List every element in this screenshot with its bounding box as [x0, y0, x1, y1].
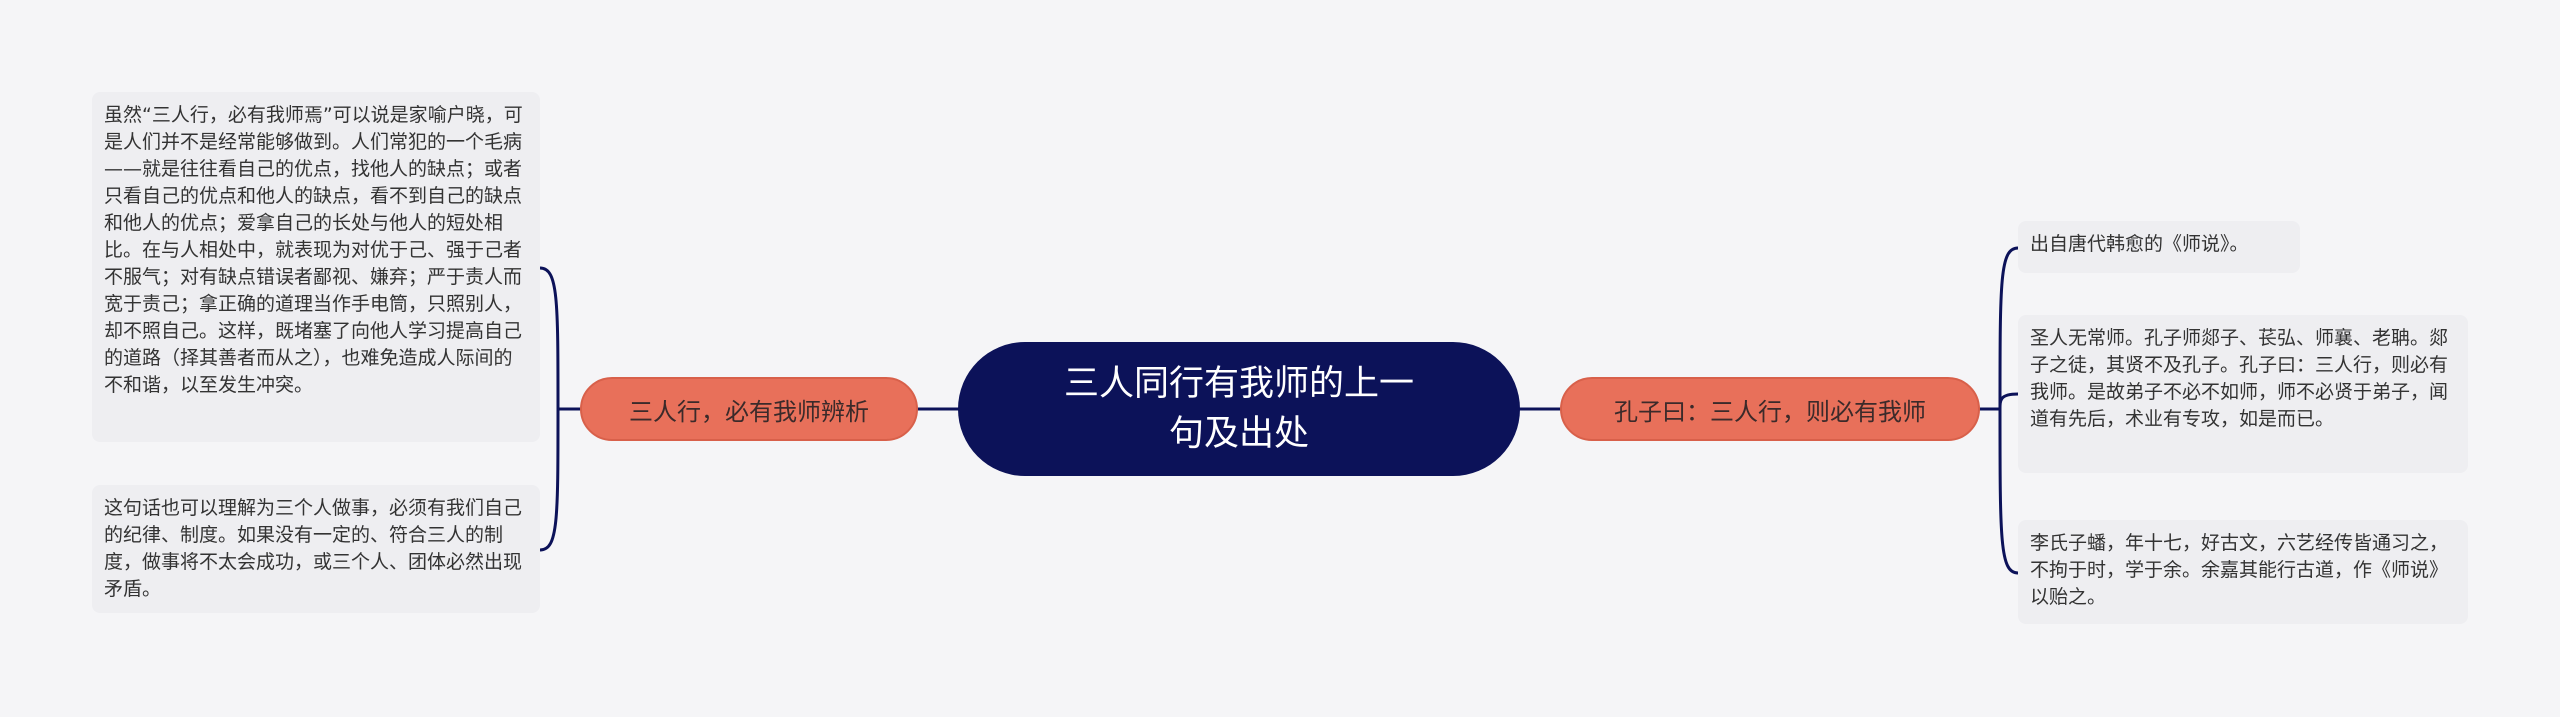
leaf-left-2-text: 这句话也可以理解为三个人做事，必须有我们自己的纪律、制度。如果没有一定的、符合三… [104, 497, 523, 600]
leaf-right-1-text: 出自唐代韩愈的《师说》。 [2030, 233, 2249, 255]
connector-right-leaf-3 [1998, 407, 2020, 575]
central-topic[interactable]: 三人同行有我师的上一句及出处 [958, 342, 1520, 476]
leaf-node-right-3[interactable]: 李氏子蟠，年十七，好古文，六艺经传皆通习之，不拘于时，学于余。余嘉其能行古道，作… [2018, 520, 2468, 624]
branch-left-label: 三人行，必有我师辨析 [629, 397, 869, 426]
leaf-node-left-1[interactable]: 虽然“三人行，必有我师焉”可以说是家喻户晓，可是人们并不是经常能够做到。人们常犯… [92, 92, 540, 442]
connector-left-leaf-1 [538, 266, 560, 411]
branch-right-label: 孔子曰：三人行，则必有我师 [1614, 397, 1926, 426]
branch-node-left[interactable]: 三人行，必有我师辨析 [580, 377, 918, 441]
leaf-left-1-text: 虽然“三人行，必有我师焉”可以说是家喻户晓，可是人们并不是经常能够做到。人们常犯… [104, 104, 523, 396]
leaf-right-3-text: 李氏子蟠，年十七，好古文，六艺经传皆通习之，不拘于时，学于余。余嘉其能行古道，作… [2030, 532, 2449, 608]
central-topic-title: 三人同行有我师的上一句及出处 [1063, 364, 1414, 454]
connector-right-leaf-2 [1998, 392, 2020, 411]
leaf-node-right-2[interactable]: 圣人无常师。孔子师郯子、苌弘、师襄、老聃。郯子之徒，其贤不及孔子。孔子曰：三人行… [2018, 315, 2468, 473]
connector-right-leaf-1 [1998, 246, 2020, 411]
leaf-node-right-1[interactable]: 出自唐代韩愈的《师说》。 [2018, 221, 2300, 273]
connector-left-leaf-2 [538, 407, 560, 552]
leaf-node-left-2[interactable]: 这句话也可以理解为三个人做事，必须有我们自己的纪律、制度。如果没有一定的、符合三… [92, 485, 540, 613]
branch-node-right[interactable]: 孔子曰：三人行，则必有我师 [1560, 377, 1980, 441]
leaf-right-2-text: 圣人无常师。孔子师郯子、苌弘、师襄、老聃。郯子之徒，其贤不及孔子。孔子曰：三人行… [2030, 327, 2449, 430]
